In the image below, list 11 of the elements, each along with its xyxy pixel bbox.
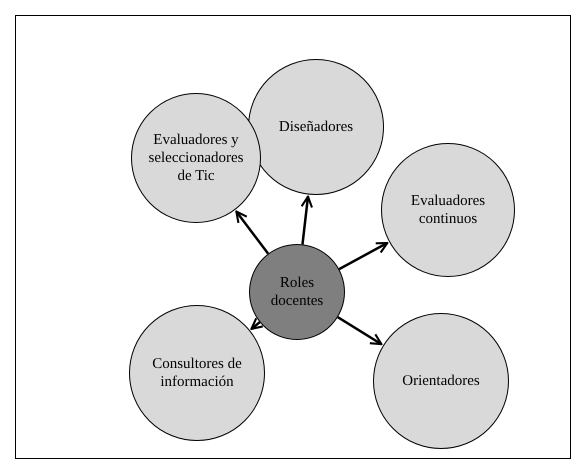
arrow bbox=[338, 242, 388, 270]
arrow bbox=[250, 317, 264, 330]
node-label: Orientadores bbox=[401, 372, 481, 390]
arrow bbox=[337, 316, 382, 346]
arrow bbox=[235, 210, 270, 254]
node-label: Evaluadores y seleccionadores de Tic bbox=[148, 131, 244, 185]
node-label: Roles docentes bbox=[270, 274, 324, 310]
node-label: Diseñadores bbox=[278, 118, 354, 136]
node-label: Evaluadores continuos bbox=[410, 192, 486, 228]
arrow bbox=[300, 196, 314, 244]
node-label: Consultores de información bbox=[151, 355, 243, 391]
